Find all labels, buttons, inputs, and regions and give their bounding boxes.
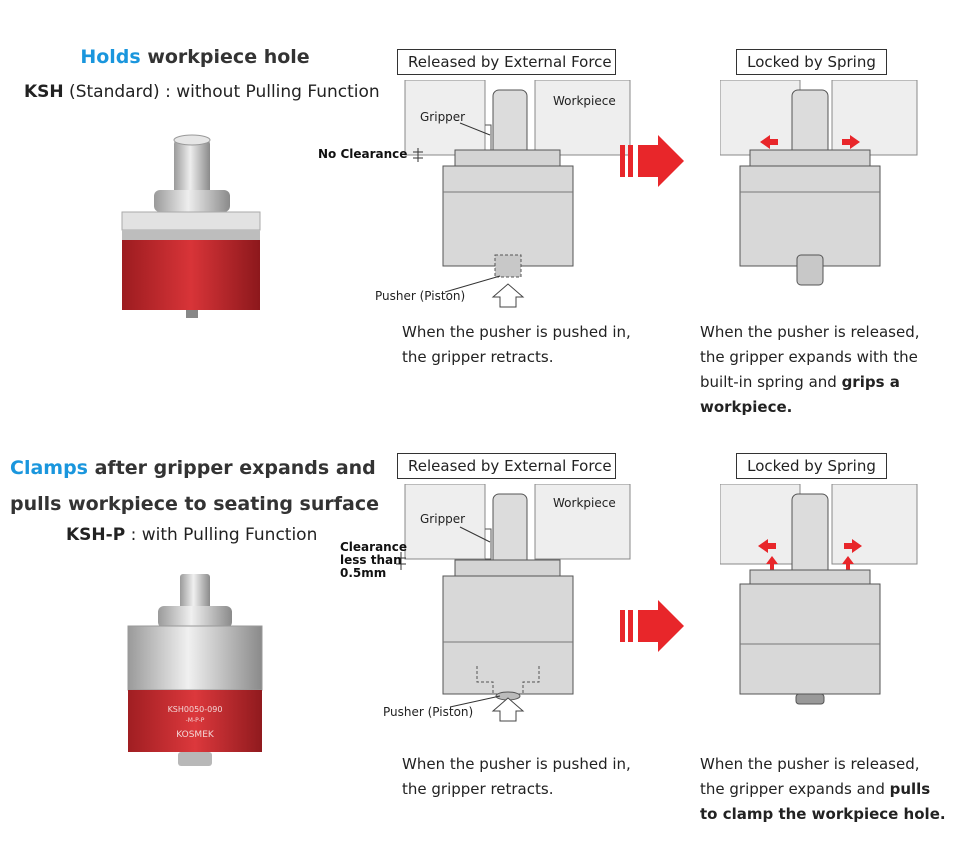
section2-clearance-line3: 0.5mm xyxy=(340,566,387,580)
section2-model-desc: : with Pulling Function xyxy=(125,525,318,545)
section2-model-name: KSH-P xyxy=(66,525,126,545)
section1-caption-left-line2: the gripper retracts. xyxy=(402,348,554,366)
ksh-product-image xyxy=(121,134,261,318)
section1-caption-right: When the pusher is released, the gripper… xyxy=(700,320,919,420)
section2-clearance-line2: less than xyxy=(340,553,402,567)
ksh-p-product-image: KSH0050-090 -M-P-P KOSMEK xyxy=(127,574,263,766)
section2-clearance-label: Clearance less than 0.5mm xyxy=(340,541,407,580)
section1-heading: Holds workpiece hole xyxy=(40,46,350,68)
section2-heading-line1: Clamps after gripper expands and xyxy=(10,450,376,486)
section2-caption-right-line3: to clamp the workpiece hole. xyxy=(700,802,946,827)
section2-released-diagram xyxy=(396,484,631,722)
section2-heading-highlight: Clamps xyxy=(10,457,88,479)
section2-clearance-line1: Clearance xyxy=(340,540,407,554)
section2-pusher-label: Pusher (Piston) xyxy=(383,705,474,719)
section2-caption-right-line2-bold: pulls xyxy=(889,780,931,798)
section1-gripper-label: Gripper xyxy=(420,110,466,124)
section2-caption-right: When the pusher is released, the gripper… xyxy=(700,752,946,827)
section1-caption-right-line3-text: built-in spring and xyxy=(700,373,842,391)
section2-caption-left-line1: When the pusher is pushed in, xyxy=(402,755,631,773)
section2-heading-rest1: after gripper expands and xyxy=(88,457,376,479)
section1-model-desc: (Standard) : without Pulling Function xyxy=(63,82,380,102)
section1-released-label: Released by External Force xyxy=(397,49,616,75)
section1-caption-right-line3-bold: grips a xyxy=(841,373,900,391)
section1-caption-right-line1: When the pusher is released, xyxy=(700,323,920,341)
section1-caption-right-line4: workpiece. xyxy=(700,395,919,420)
section2-caption-right-line2: the gripper expands and pulls xyxy=(700,777,946,802)
section1-caption-left-line1: When the pusher is pushed in, xyxy=(402,323,631,341)
section1-workpiece-label: Workpiece xyxy=(553,94,616,108)
section2-caption-right-line3-bold: to clamp the workpiece hole. xyxy=(700,805,946,823)
section2-caption-left-line2: the gripper retracts. xyxy=(402,780,554,798)
section1-caption-right-line2: the gripper expands with the xyxy=(700,348,918,366)
section1-caption-right-line3: built-in spring and grips a xyxy=(700,370,919,395)
section1-locked-label: Locked by Spring xyxy=(736,49,887,75)
section1-model: KSH (Standard) : without Pulling Functio… xyxy=(24,82,380,102)
section2-gripper-label: Gripper xyxy=(420,512,466,526)
section2-caption-left: When the pusher is pushed in, the grippe… xyxy=(402,752,631,802)
section2-caption-right-line1: When the pusher is released, xyxy=(700,755,920,773)
section2-locked-label: Locked by Spring xyxy=(736,453,887,479)
product-model-text: KSH0050-090 xyxy=(168,705,223,714)
section1-locked-diagram xyxy=(720,80,918,286)
product-suffix-text: -M-P-P xyxy=(186,717,205,724)
product-brand-logo: KOSMEK xyxy=(176,730,215,740)
section2-workpiece-label: Workpiece xyxy=(553,496,616,510)
section1-clearance-label: No Clearance xyxy=(318,147,408,161)
section1-red-arrow-icon xyxy=(620,135,684,187)
section2-red-arrow-icon xyxy=(620,600,684,652)
section2-heading-line2: pulls workpiece to seating surface xyxy=(10,493,379,515)
section1-released-diagram xyxy=(404,80,631,308)
section2-model: KSH-P : with Pulling Function xyxy=(66,525,317,545)
section1-model-name: KSH xyxy=(24,82,64,102)
section2-caption-right-line2-text: the gripper expands and xyxy=(700,780,890,798)
section2-heading: Clamps after gripper expands and pulls w… xyxy=(10,450,379,522)
section1-caption-left: When the pusher is pushed in, the grippe… xyxy=(402,320,631,370)
section2-released-label: Released by External Force xyxy=(397,453,616,479)
section1-heading-highlight: Holds xyxy=(80,46,141,68)
section1-caption-right-line4-bold: workpiece. xyxy=(700,398,793,416)
section2-locked-diagram xyxy=(720,484,918,705)
section1-heading-rest: workpiece hole xyxy=(140,46,310,68)
section1-pusher-label: Pusher (Piston) xyxy=(375,289,466,303)
